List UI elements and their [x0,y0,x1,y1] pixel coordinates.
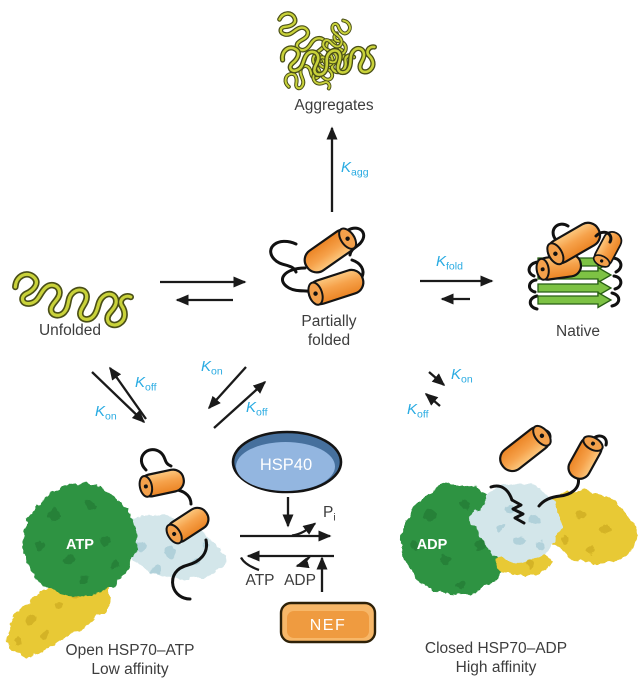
native-label: Native [556,323,600,340]
partial-native-equilibrium-arrows [420,275,494,305]
k-agg-label: Kagg [341,159,369,179]
hydrolysis-reaction-arrows [239,497,334,592]
k-off-label-middle: Koff [246,399,268,419]
aggregates-label: Aggregates [294,97,374,114]
k-on-label-right: Kon [451,366,473,386]
open-hsp70-structure: ATP [7,448,225,657]
adp-label: ADP [284,572,316,589]
partially-folded-structure [269,224,368,309]
partial-hsp70-exchange-arrows [207,366,267,429]
k-fold-label: Kfold [436,253,463,273]
alpha-helix [563,431,607,484]
native-structure [527,217,626,311]
k-off-label-right: Koff [407,401,429,421]
alpha-helix [494,421,556,477]
closed-hsp70-subtitle: High affinity [456,659,537,676]
open-hsp70-subtitle: Low affinity [91,661,169,678]
hsp40-oval [231,430,343,494]
aggregates-structure [269,11,380,101]
hsp40-label: HSP40 [260,456,312,474]
k-on-label-middle: Kon [201,358,223,378]
closed-hsp70-structure: ADP [401,421,637,595]
k-off-label-left: Koff [135,374,157,394]
atp-site-label: ATP [66,537,94,553]
pi-label: Pi [323,504,336,524]
open-hsp70-title: Open HSP70–ATP [66,642,195,659]
nef-label: NEF [310,617,347,634]
closed-hsp70-exchange-arrows [424,371,446,407]
unfolded-label: Unfolded [39,322,101,339]
open-nucleotide-binding-domain [22,483,137,597]
partially-folded-label-line2: folded [308,332,350,349]
alpha-helix [136,466,187,500]
closed-substrate-binding-domain [470,482,560,563]
atp-binding-branch [239,556,260,572]
partially-folded-label-line1: Partially [301,313,356,330]
k-on-label-left: Kon [95,403,117,423]
unfolded-partial-equilibrium-arrows [160,276,247,306]
nef-box [279,601,377,644]
closed-bound-substrate [489,421,608,525]
closed-hsp70-title: Closed HSP70–ADP [425,640,567,657]
beta-strand [537,279,613,297]
unfolded-structure [15,271,132,329]
unfolded-hsp70-exchange-arrows [91,366,147,424]
adp-release-arrow [295,555,311,569]
beta-strand [537,291,613,309]
pi-release-arrow [291,522,317,537]
open-bound-substrate [136,448,214,601]
adp-site-label: ADP [417,537,448,553]
atp-label: ATP [246,572,275,589]
